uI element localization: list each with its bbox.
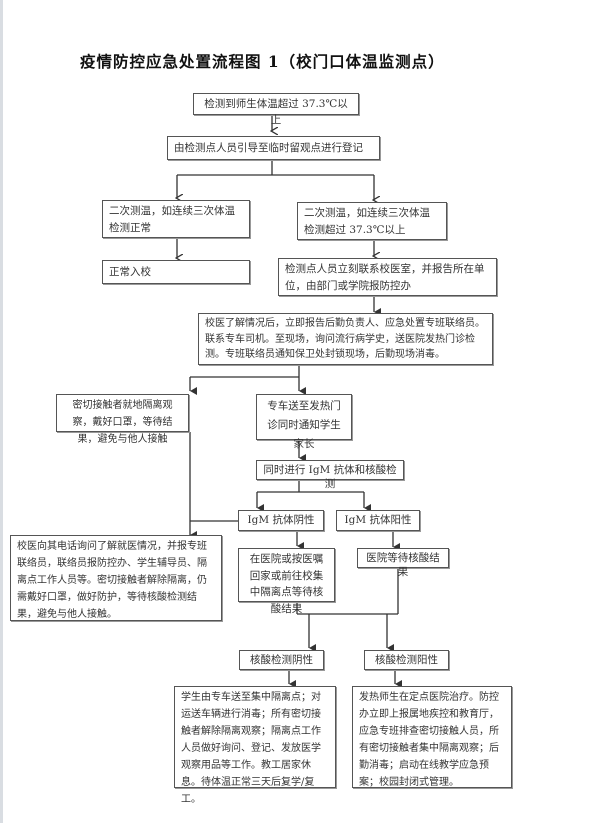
node-nucleic-positive: 核酸检测阳性 bbox=[364, 650, 449, 670]
node-negative-outcome: 学生由专车送至集中隔离点；对运送车辆进行消毒；所有密切接触者解除隔离观察；隔离点… bbox=[174, 686, 336, 805]
node-enter-school: 正常入校 bbox=[102, 260, 250, 284]
node-doctor-report: 校医了解情况后，立即报告后勤负责人、应急处置专班联络员。联系专车司机。至现场，询… bbox=[198, 313, 493, 365]
node-retest-high: 二次测温，如连续三次体温检测超过 37.3℃以上 bbox=[297, 202, 447, 240]
node-test-igm-nucleic: 同时进行 IgM 抗体和核酸检测 bbox=[256, 460, 404, 490]
node-nucleic-negative: 核酸检测阴性 bbox=[239, 650, 324, 670]
node-positive-outcome: 发热师生在定点医院治疗。防控办立即上报属地疾控和教育厅，应急专班排查密切接触人员… bbox=[352, 686, 512, 788]
diagram-title: 疫情防控应急处置流程图 1（校门口体温监测点） bbox=[80, 52, 445, 71]
node-register: 由检测点人员引导至临时留观点进行登记 bbox=[167, 136, 380, 160]
node-retest-normal: 二次测温，如连续三次体温检测正常 bbox=[102, 200, 250, 238]
node-close-contact-isolate: 密切接触者就地隔离观察，戴好口罩，等待结果，避免与他人接触 bbox=[56, 394, 189, 445]
page-edge bbox=[0, 0, 3, 823]
node-igm-positive: IgM 抗体阳性 bbox=[336, 510, 420, 531]
node-detect: 检测到师生体温超过 37.3℃以上 bbox=[193, 93, 359, 126]
node-doctor-followup: 校医向其电话询问了解就医情况，并报专班联络员，联络员报防控办、学生辅导员、隔离点… bbox=[10, 535, 222, 621]
node-send-fever-clinic: 专车送至发热门诊同时通知学生家长 bbox=[256, 394, 352, 450]
node-wait-home-or-isolation: 在医院或按医嘱回家或前往校集中隔离点等待核酸结果 bbox=[238, 548, 335, 615]
node-contact-clinic: 检测点人员立刻联系校医室，并报告所在单位，由部门或学院报防控办 bbox=[278, 258, 497, 296]
node-hospital-wait: 医院等待核酸结果 bbox=[357, 548, 449, 578]
node-igm-negative: IgM 抗体阴性 bbox=[238, 510, 324, 531]
